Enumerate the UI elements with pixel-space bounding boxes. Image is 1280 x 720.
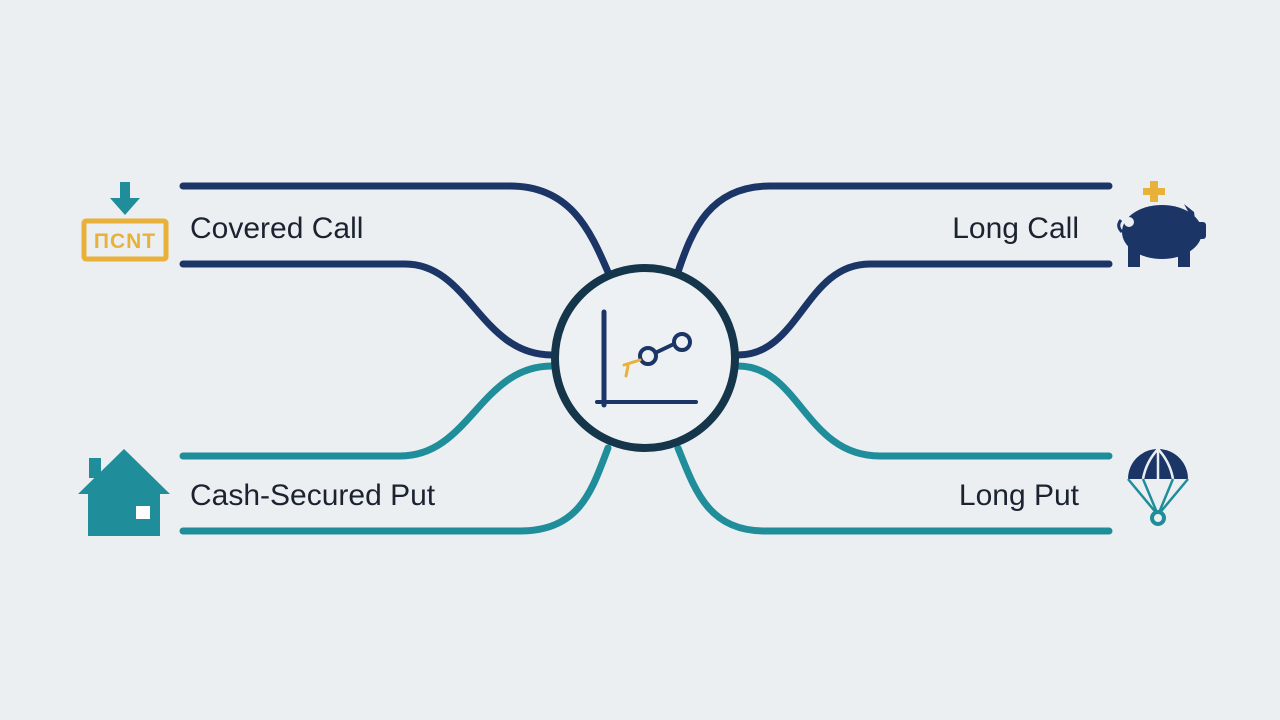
connector-lines-lower	[179, 362, 1113, 535]
label-cash-secured-put: Cash-Secured Put	[190, 479, 436, 512]
connector-long-put-top	[734, 362, 1113, 460]
piggy-bank-icon	[1117, 181, 1206, 267]
connector-long-call-bottom	[734, 260, 1113, 359]
label-covered-call: Covered Call	[190, 212, 364, 245]
label-long-put: Long Put	[958, 479, 1079, 512]
connector-long-put-bottom	[674, 444, 1113, 535]
house-icon	[78, 449, 170, 536]
label-long-call: Long Call	[952, 212, 1079, 245]
rent-sign-text: ПCNT	[94, 230, 156, 253]
connector-long-call-top	[674, 182, 1113, 276]
line-chart-icon	[595, 309, 698, 408]
parachute-icon	[1127, 448, 1189, 526]
connector-covered-call-bottom	[179, 260, 556, 359]
connector-csp-top	[179, 362, 556, 460]
connector-csp-bottom	[179, 444, 612, 535]
rent-sign-icon: ПCNT	[81, 182, 169, 262]
hub	[551, 264, 739, 452]
connector-covered-call-top	[179, 182, 612, 276]
connector-lines-upper	[179, 182, 1113, 359]
